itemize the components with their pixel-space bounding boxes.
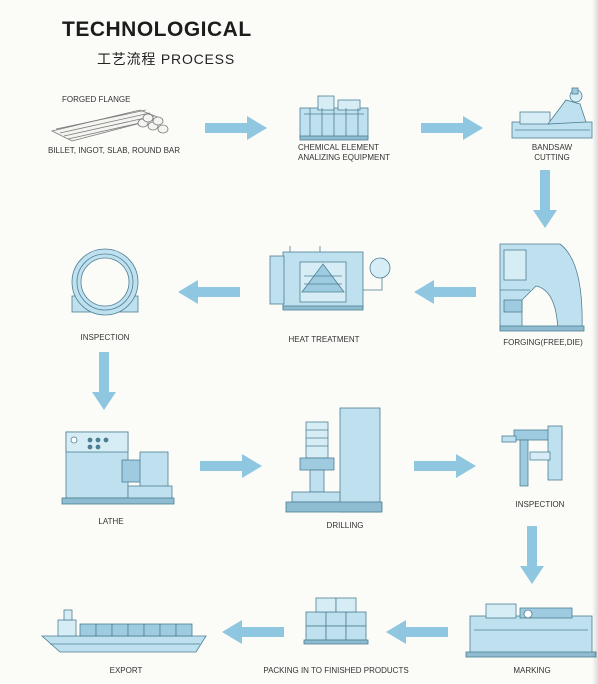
packing-label: PACKING IN TO FINISHED PRODUCTS (263, 666, 409, 675)
page-edge-shadow (592, 0, 598, 684)
raw-material-top-label: FORGED FLANGE (62, 95, 131, 104)
bandsaw-label-line2: CUTTING (534, 153, 570, 162)
flow-arrow-down (520, 526, 544, 584)
forging-label: FORGING(FREE,DIE) (503, 338, 583, 347)
page-subtitle: 工艺流程 PROCESS (97, 51, 235, 67)
flow-arrow-down (92, 352, 116, 410)
lathe-icon (61, 431, 175, 505)
flow-arrow-left (178, 280, 240, 304)
lathe-label: LATHE (98, 517, 124, 526)
flow-arrow-left (222, 620, 284, 644)
drill-press-icon (285, 407, 383, 513)
marking-label: MARKING (513, 666, 551, 675)
bandsaw-label-line1: BANDSAW (531, 143, 573, 152)
flow-arrow-right (200, 454, 262, 478)
marking-machine-icon (465, 603, 597, 658)
ship-icon (40, 609, 207, 653)
flow-arrow-left (414, 280, 476, 304)
drilling-label: DRILLING (326, 521, 364, 530)
inspection-ring-label: INSPECTION (80, 333, 130, 342)
caliper-icon (501, 425, 563, 487)
page-title: TECHNOLOGICAL (62, 18, 252, 41)
furnace-icon (269, 246, 391, 311)
raw-material-bottom-label: BILLET, INGOT, SLAB, ROUND BAR (48, 146, 181, 155)
analyzer-icon (299, 95, 369, 141)
flow-arrow-right (421, 116, 483, 140)
heat-treatment-label: HEAT TREATMENT (288, 335, 360, 344)
crates-icon (303, 597, 369, 645)
flow-arrow-down (533, 170, 557, 228)
forging-hammer-icon (499, 243, 585, 332)
chemical-label-line1: CHEMICAL ELEMENT (298, 143, 380, 152)
bandsaw-icon (511, 87, 593, 139)
round-bars-icon (50, 109, 169, 142)
chemical-label-line2: ANALIZING EQUIPMENT (298, 153, 391, 162)
export-label: EXPORT (109, 666, 143, 675)
flow-arrow-right (414, 454, 476, 478)
flow-arrow-left (386, 620, 448, 644)
inspection-caliper-label: INSPECTION (515, 500, 565, 509)
ring-icon (71, 248, 139, 316)
flow-arrow-right (205, 116, 267, 140)
